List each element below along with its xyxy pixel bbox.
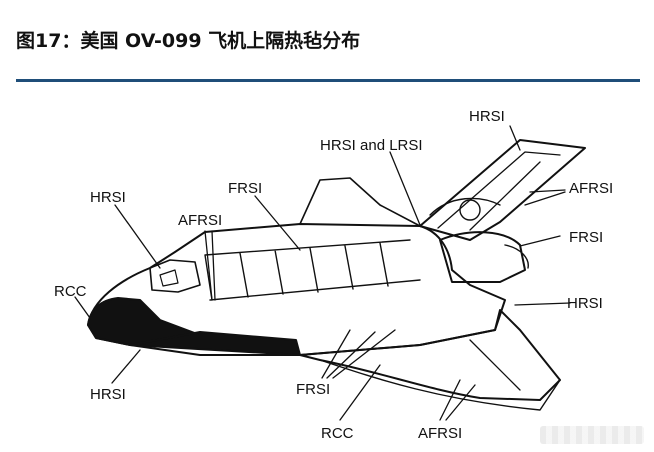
- leader-lines: [74, 125, 571, 421]
- label-hrsi-tail: HRSI: [469, 108, 505, 125]
- label-frsi-top: FRSI: [228, 180, 262, 197]
- label-rcc-nose: RCC: [54, 283, 87, 300]
- label-rcc-bottom: RCC: [321, 425, 354, 442]
- label-frsi-pod: FRSI: [569, 229, 603, 246]
- wing: [299, 309, 561, 401]
- label-hrsi-lrsi: HRSI and LRSI: [320, 137, 423, 154]
- watermark: [540, 426, 644, 444]
- label-afrsi-tail: AFRSI: [569, 180, 613, 197]
- label-afrsi-body: AFRSI: [178, 212, 222, 229]
- label-hrsi-nose: HRSI: [90, 189, 126, 206]
- figure-title: 图17：美国 OV-099 飞机上隔热毡分布: [16, 30, 361, 52]
- vertical-tail: [419, 139, 586, 241]
- oms-pod: [439, 231, 526, 283]
- cockpit: [149, 259, 201, 293]
- cargo-bay: [204, 239, 421, 301]
- label-hrsi-bottom: HRSI: [90, 386, 126, 403]
- title-rule: [16, 79, 640, 82]
- label-frsi-bottom: FRSI: [296, 381, 330, 398]
- label-hrsi-wing: HRSI: [567, 295, 603, 312]
- label-afrsi-bottom: AFRSI: [418, 425, 462, 442]
